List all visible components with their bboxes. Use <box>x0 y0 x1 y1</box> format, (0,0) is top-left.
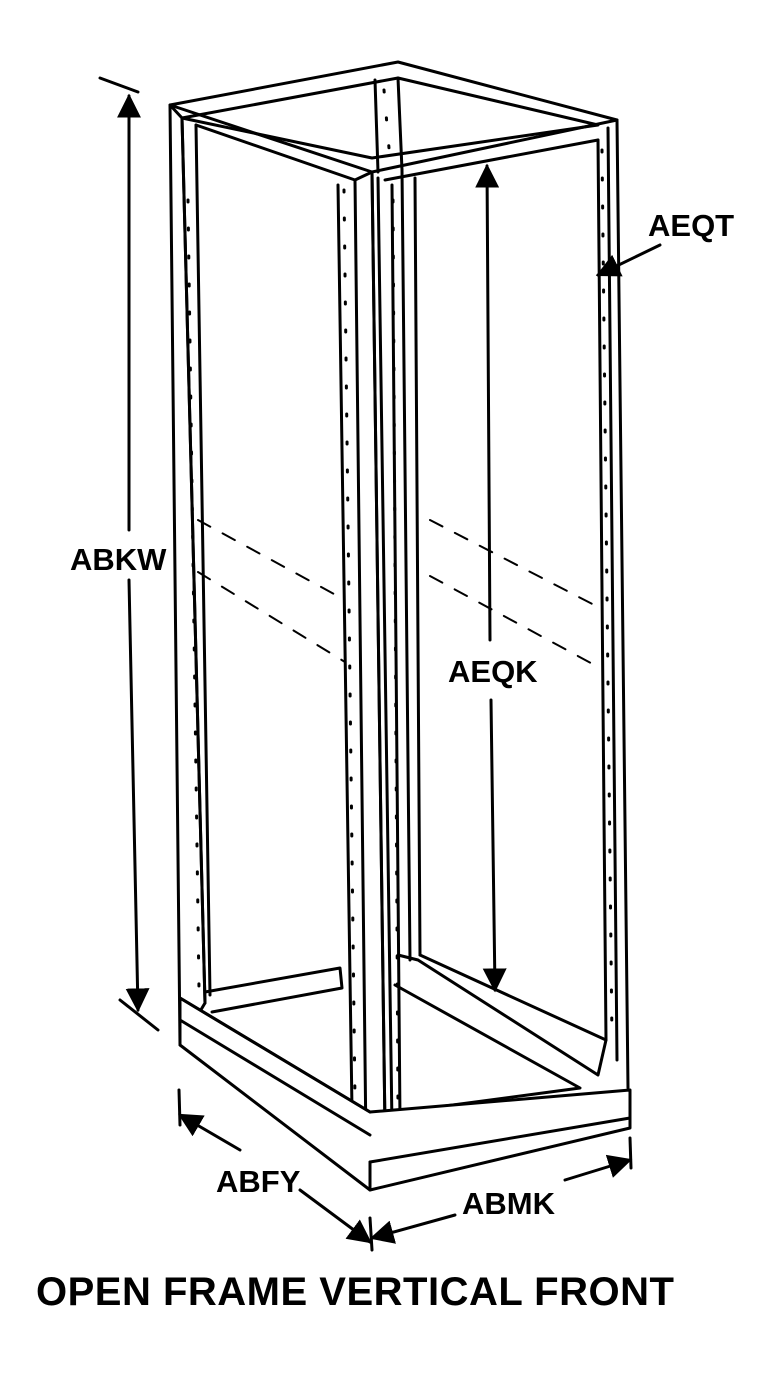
label-abmk: ABMK <box>462 1186 556 1221</box>
base-plinth <box>178 996 632 1192</box>
left-side-top-rail <box>194 123 357 182</box>
left-front-post <box>168 103 212 1047</box>
label-aeqt: AEQT <box>648 208 734 243</box>
hidden-rail-lines <box>197 519 601 669</box>
right-side-frame <box>383 118 630 1090</box>
label-abfy: ABFY <box>216 1164 301 1199</box>
rear-left-post <box>373 76 404 174</box>
abkw-dimension <box>98 76 160 1032</box>
abmk-dimension <box>369 1136 633 1244</box>
aeqk-dimension <box>475 163 507 993</box>
label-aeqk: AEQK <box>448 654 538 689</box>
diagram-caption: OPEN FRAME VERTICAL FRONT <box>36 1270 675 1314</box>
label-abkw: ABKW <box>70 542 167 577</box>
top-frame <box>168 60 619 174</box>
front-center-post <box>336 170 402 1147</box>
aeqt-leader <box>595 243 662 277</box>
rear-center-post <box>400 168 412 962</box>
mounting-holes <box>186 88 614 1112</box>
